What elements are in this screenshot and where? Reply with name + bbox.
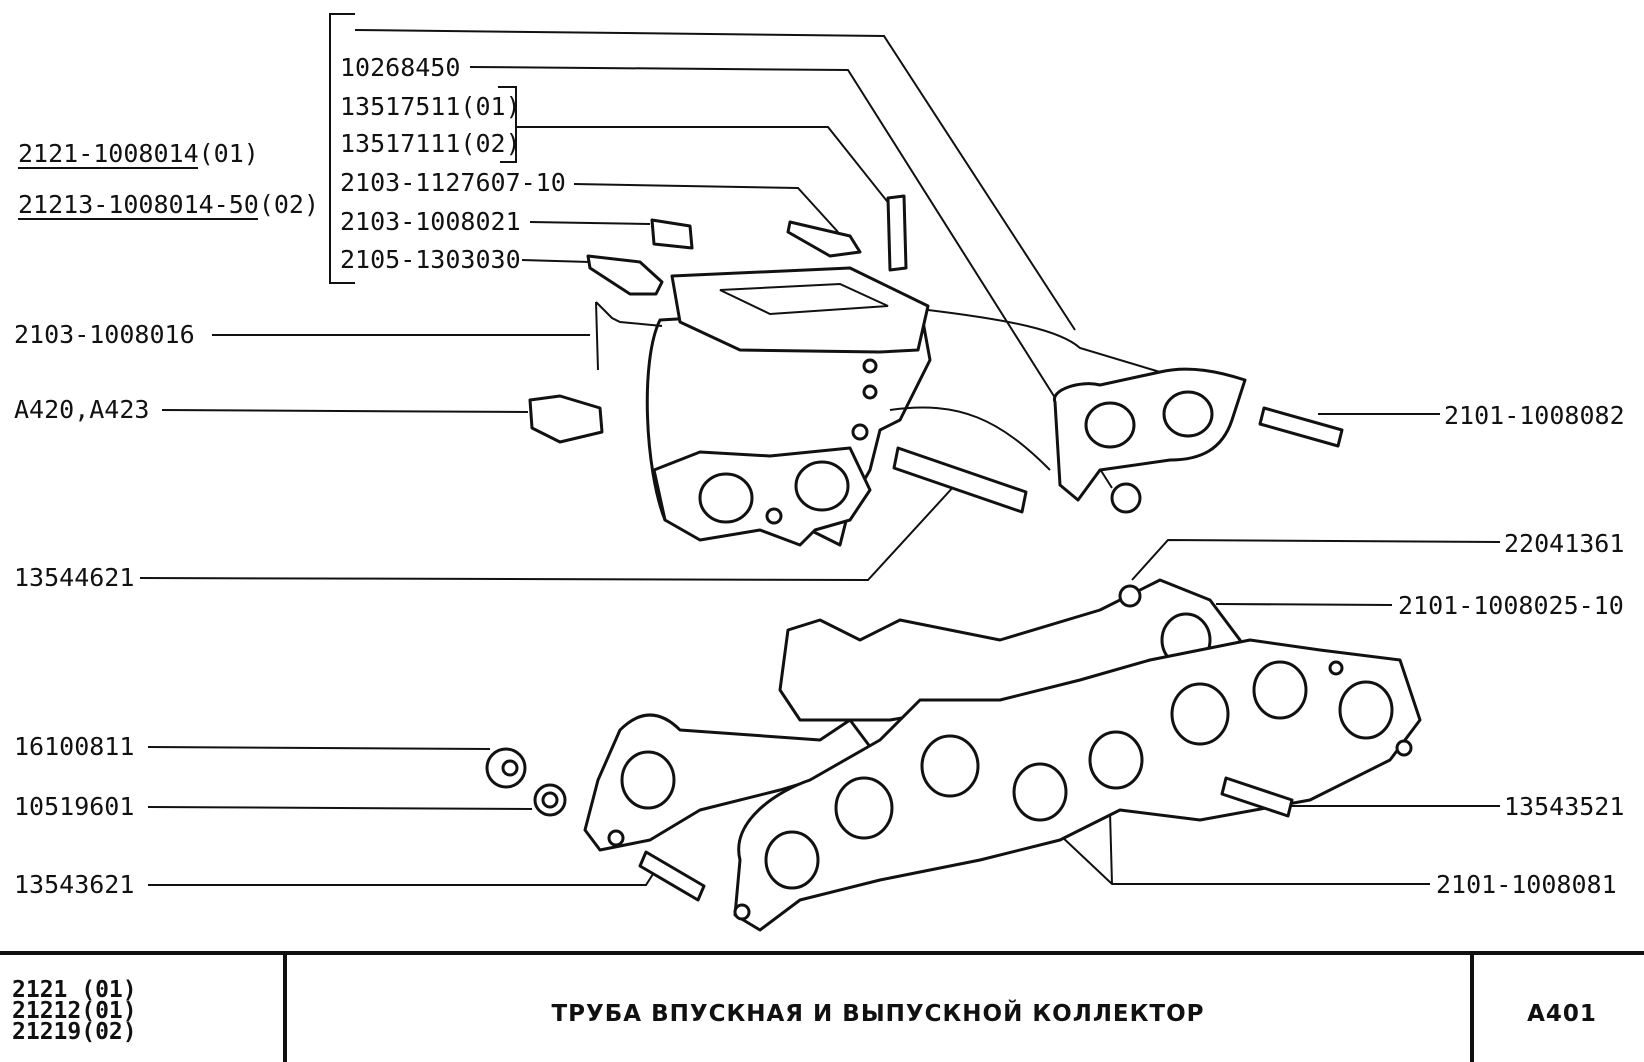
gasket-port-8 bbox=[1338, 680, 1394, 740]
assembly-ref-1-number: 2121-1008014 bbox=[18, 139, 199, 168]
port-hole-right bbox=[794, 460, 850, 512]
leader-2101-1008025 bbox=[1215, 603, 1393, 606]
assembly-ref-1-note: (01) bbox=[199, 139, 259, 168]
callout-2101-1008081: 2101-1008081 bbox=[1436, 870, 1617, 899]
callout-2103-1008016: 2103-1008016 bbox=[14, 320, 195, 349]
gasket-hole-2 bbox=[1395, 739, 1413, 757]
gasket-port-4 bbox=[1012, 762, 1068, 822]
callout-10268450: 10268450 bbox=[340, 53, 460, 82]
stud-13543621 bbox=[638, 850, 706, 902]
gasket-port-3 bbox=[920, 734, 980, 798]
manifold-left-flange bbox=[583, 713, 882, 852]
manifold-left-hole bbox=[607, 829, 625, 847]
gasket-hole-1 bbox=[733, 903, 751, 921]
leader-13544621 bbox=[139, 483, 957, 582]
callout-13543621: 13543621 bbox=[14, 870, 134, 899]
cap-nut bbox=[1110, 482, 1142, 514]
leader-2103-1127607 bbox=[573, 183, 839, 233]
model-2: 21212(01) bbox=[12, 998, 137, 1024]
manifold-left-port bbox=[620, 750, 676, 810]
leader-13543621 bbox=[148, 859, 663, 886]
callout-16100811: 16100811 bbox=[14, 732, 134, 761]
side-boss-hole-3 bbox=[851, 423, 869, 441]
assembly-references: 2121-1008014(01) 21213-1008014-50(02) bbox=[18, 139, 319, 220]
assembly-ref-2-note: (02) bbox=[259, 190, 319, 219]
leader-lines bbox=[139, 29, 1501, 886]
washer-10519601-bore bbox=[541, 791, 559, 809]
stud-hole bbox=[765, 507, 783, 525]
side-boss-hole-1 bbox=[862, 358, 878, 374]
leader-16100811 bbox=[147, 746, 491, 750]
leader-10268450 bbox=[469, 66, 1113, 489]
leader-2105-1303030 bbox=[521, 259, 591, 263]
callout-22041361: 22041361 bbox=[1504, 529, 1624, 558]
assembly-ref-2: 21213-1008014-50(02) bbox=[18, 190, 319, 219]
stud-13543521 bbox=[1220, 776, 1294, 818]
callout-10519601: 10519601 bbox=[14, 792, 134, 821]
callout-2101-1008082: 2101-1008082 bbox=[1444, 401, 1625, 430]
washer-22041361 bbox=[1118, 584, 1142, 608]
callout-13517511: 13517511(01) bbox=[340, 92, 521, 121]
callout-13517111: 13517111(02) bbox=[340, 129, 521, 158]
sheet-title: ТРУБА ВПУСКНАЯ И ВЫПУСКНОЙ КОЛЛЕКТОР bbox=[551, 999, 1204, 1027]
gasket-port-5 bbox=[1088, 730, 1144, 790]
carburetor-opening bbox=[719, 282, 889, 316]
leader-22041361 bbox=[1131, 538, 1501, 581]
callout-labels: 10268450 13517511(01) 13517111(02) 2103-… bbox=[14, 53, 1625, 899]
side-boss-hole-2 bbox=[862, 384, 878, 400]
callout-2105-1303030: 2105-1303030 bbox=[340, 245, 521, 274]
tube-2103-1008016 bbox=[595, 301, 663, 371]
callout-group-bracket bbox=[329, 13, 355, 284]
rear-port-hole-2 bbox=[1162, 390, 1214, 438]
title-block: 2121 (01) 21212(01) 21219(02) ТРУБА ВПУС… bbox=[0, 951, 1644, 1062]
sensor-a420 bbox=[528, 394, 604, 444]
leader-10519601 bbox=[147, 806, 533, 810]
fitting-2105-1303030 bbox=[586, 254, 664, 296]
gasket-port-2 bbox=[834, 776, 894, 840]
stud-13544621 bbox=[892, 446, 1028, 514]
callout-pair-bracket bbox=[498, 86, 517, 163]
gasket-port-6 bbox=[1170, 682, 1230, 746]
heating-tubes bbox=[889, 309, 1221, 471]
gasket-port-7 bbox=[1252, 660, 1308, 720]
fitting-2103-1008021 bbox=[650, 218, 694, 250]
sheet-number: A401 bbox=[1527, 1001, 1597, 1027]
callout-2103-1008021: 2103-1008021 bbox=[340, 207, 521, 236]
exhaust-manifold bbox=[485, 578, 1422, 932]
nut-16100811-bore bbox=[501, 759, 519, 777]
assembly-ref-1: 2121-1008014(01) bbox=[18, 139, 259, 168]
assembly-ref-2-number: 21213-1008014-50 bbox=[18, 190, 259, 219]
leader-1351751 bbox=[516, 126, 899, 216]
stud-1351751 bbox=[886, 194, 908, 272]
fittings bbox=[528, 194, 1344, 514]
leader-2101-1008081 bbox=[1059, 811, 1430, 885]
port-hole-left bbox=[698, 472, 754, 524]
rear-port-hole-1 bbox=[1084, 401, 1136, 449]
callout-a420-a423: A420,A423 bbox=[14, 395, 149, 424]
intake-pipe bbox=[645, 266, 1247, 547]
callout-13543521: 13543521 bbox=[1504, 792, 1624, 821]
gasket-port-1 bbox=[764, 830, 820, 890]
intake-rear-flange bbox=[1053, 367, 1247, 502]
model-1: 2121 (01) bbox=[12, 977, 137, 1003]
callout-13544621: 13544621 bbox=[14, 563, 134, 592]
leader-2103-1008021 bbox=[529, 221, 651, 225]
stud-2101-1008082 bbox=[1258, 406, 1344, 448]
model-3: 21219(02) bbox=[12, 1019, 137, 1045]
callout-2103-1127607-10: 2103-1127607-10 bbox=[340, 168, 566, 197]
gasket-2101-1008081 bbox=[733, 638, 1422, 932]
leader-group bbox=[354, 29, 1076, 331]
gasket-hole-3 bbox=[1328, 660, 1344, 676]
callout-2101-1008025-10: 2101-1008025-10 bbox=[1398, 591, 1624, 620]
leader-a420 bbox=[161, 409, 529, 413]
fitting-2103-1127607 bbox=[786, 220, 862, 258]
